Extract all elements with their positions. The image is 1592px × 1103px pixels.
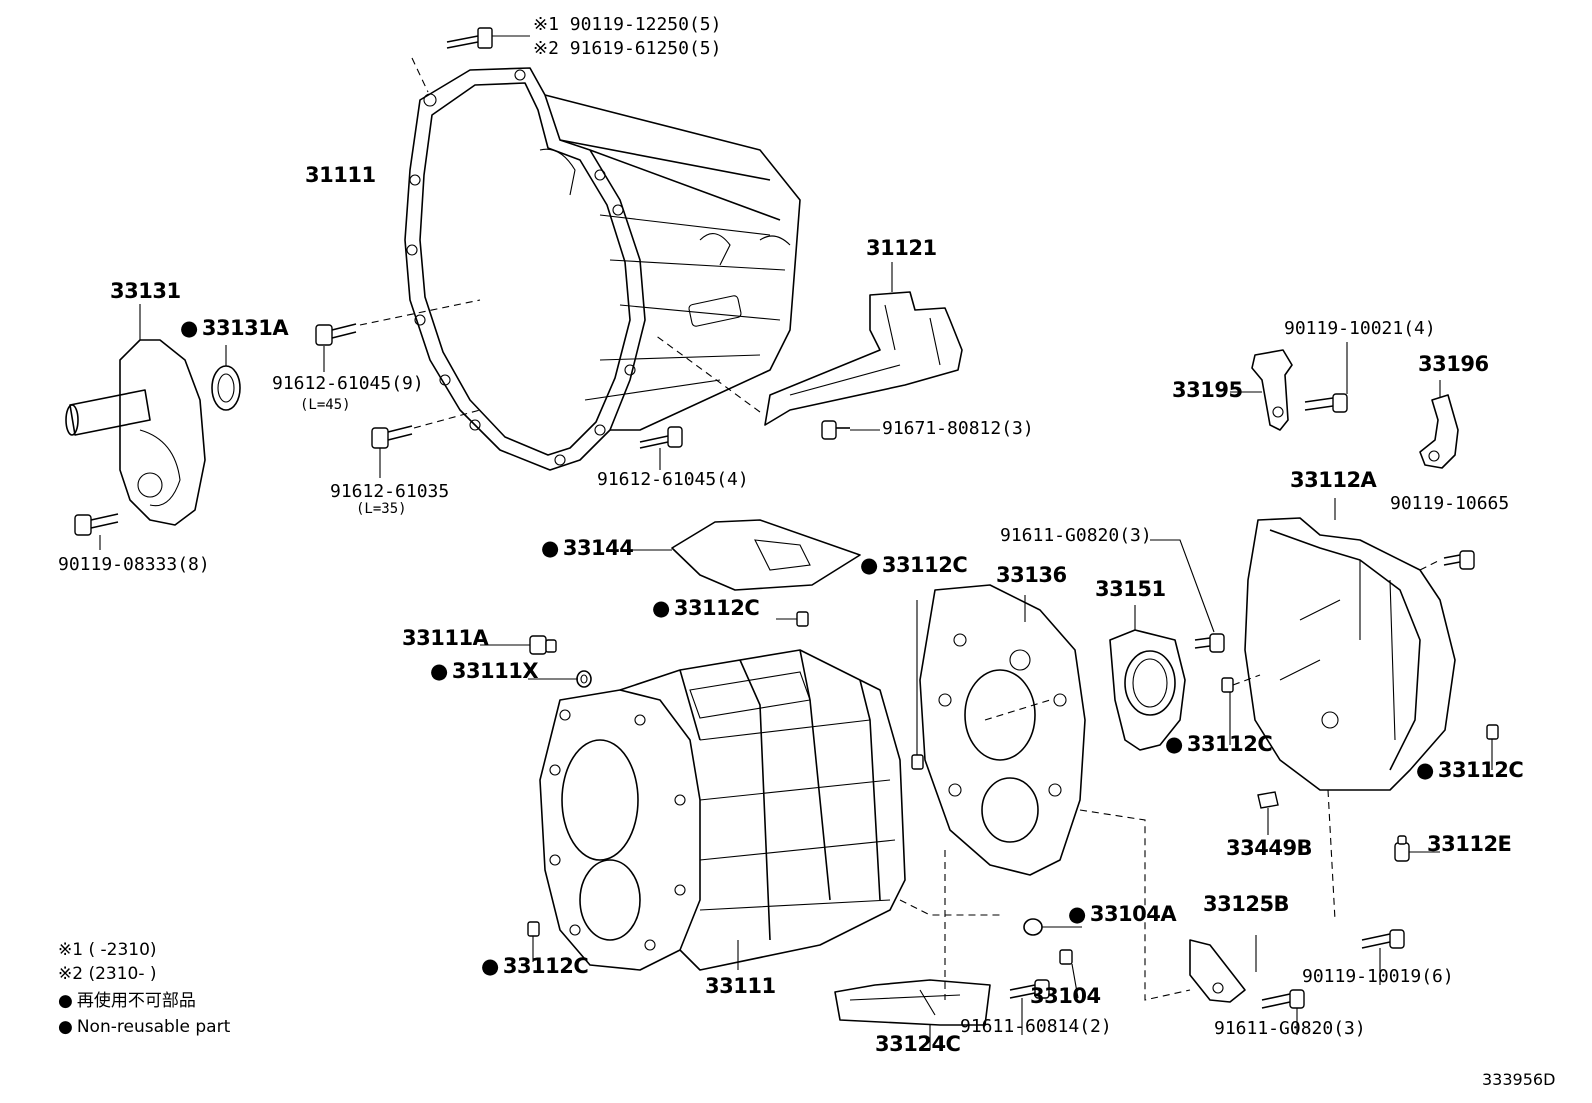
bearing-retainer-33151 xyxy=(1109,605,1186,751)
label-90119-10665: 90119-10665 xyxy=(1390,493,1510,514)
label-33144: 33144 xyxy=(541,538,634,559)
bolt-91612-61035 xyxy=(371,409,481,478)
label-33125B: 33125B xyxy=(1203,892,1290,916)
label-33112C-far-right: 33112C xyxy=(1416,760,1524,781)
cover-plate-33144 xyxy=(628,519,861,591)
label-91611-G0820-top: 91611-G0820(3) xyxy=(1000,525,1152,546)
bolt-91612-61045-9 xyxy=(315,299,481,372)
plate-33195 xyxy=(1230,349,1293,431)
label-33449B: 33449B xyxy=(1226,836,1313,860)
bracket-31121 xyxy=(654,262,963,440)
label-91612-61045-4: 91612-61045(4) xyxy=(597,469,749,490)
label-91612-61045-9-length: (L=45) xyxy=(300,397,351,413)
label-91611-60814: 91611-60814(2) xyxy=(960,1016,1112,1037)
block-33449B xyxy=(1257,791,1279,835)
legend-note-2: ※2 (2310- ) xyxy=(58,964,157,984)
note-bolt-91619-61250: ※2 91619-61250(5) xyxy=(533,38,722,59)
label-33195: 33195 xyxy=(1172,378,1243,402)
bolt-90119-10021 xyxy=(1304,342,1348,413)
label-33104: 33104 xyxy=(1030,984,1101,1008)
plug-33111A xyxy=(480,635,592,688)
intermediate-plate-33136 xyxy=(919,584,1191,1001)
label-33112A: 33112A xyxy=(1290,468,1377,492)
label-91612-61045-9: 91612-61045(9) xyxy=(272,373,424,394)
bolt-91611-G0820-bottom xyxy=(1261,989,1305,1035)
label-91612-61035: 91612-61035 xyxy=(330,481,450,502)
clutch-housing-31111 xyxy=(404,67,801,471)
extension-housing-33112A xyxy=(1244,498,1475,921)
label-33131: 33131 xyxy=(110,279,181,303)
bracket-33125B xyxy=(1189,935,1257,1003)
label-33196: 33196 xyxy=(1418,352,1489,376)
bolt-90119-12250 xyxy=(411,27,530,93)
legend-note-1: ※1 ( -2310) xyxy=(58,940,157,960)
label-90119-10019: 90119-10019(6) xyxy=(1302,966,1454,987)
note-bolt-90119-12250: ※1 90119-12250(5) xyxy=(533,14,722,35)
label-33112E: 33112E xyxy=(1427,832,1512,856)
washer-33104A xyxy=(1023,918,1082,936)
label-33111X: 33111X xyxy=(430,661,539,682)
bolt-91612-61045-4 xyxy=(639,426,683,470)
label-33112C-upper: 33112C xyxy=(652,598,760,619)
label-33111A: 33111A xyxy=(402,626,489,650)
label-91612-61035-length: (L=35) xyxy=(356,501,407,517)
legend-non-reusable-en: Non-reusable part xyxy=(58,1019,230,1036)
label-33136: 33136 xyxy=(996,563,1067,587)
label-91611-G0820-bottom: 91611-G0820(3) xyxy=(1214,1018,1366,1039)
label-33104A: 33104A xyxy=(1068,904,1177,925)
transmission-case-33111 xyxy=(539,649,1000,971)
label-33112C-right: 33112C xyxy=(1165,734,1273,755)
label-33124C: 33124C xyxy=(875,1032,961,1056)
plug-33104 xyxy=(1059,949,1079,999)
dowel-pins-33112C xyxy=(527,600,1499,962)
label-31121: 31121 xyxy=(866,236,937,260)
diagram-id: 333956D xyxy=(1482,1070,1556,1089)
plug-33112E xyxy=(1394,835,1440,862)
label-91671-80812: 91671-80812(3) xyxy=(882,418,1034,439)
bolt-91611-G0820-top xyxy=(1150,539,1225,653)
plate-33196 xyxy=(1419,380,1459,469)
label-33131A: 33131A xyxy=(180,318,289,339)
label-33111: 33111 xyxy=(705,974,776,998)
label-90119-08333: 90119-08333(8) xyxy=(58,554,210,575)
bracket-33124C xyxy=(834,850,991,1050)
label-31111: 31111 xyxy=(305,163,376,187)
bolt-90119-10019 xyxy=(1361,929,1405,985)
label-33112C-bottom: 33112C xyxy=(481,956,589,977)
legend-non-reusable-jp: 再使用不可部品 xyxy=(58,993,196,1010)
label-90119-10021: 90119-10021(4) xyxy=(1284,318,1436,339)
label-33151: 33151 xyxy=(1095,577,1166,601)
label-33112C-top: 33112C xyxy=(860,555,968,576)
bearing-retainer-33131 xyxy=(65,304,241,550)
bolt-91611-60814 xyxy=(1009,979,1050,1035)
